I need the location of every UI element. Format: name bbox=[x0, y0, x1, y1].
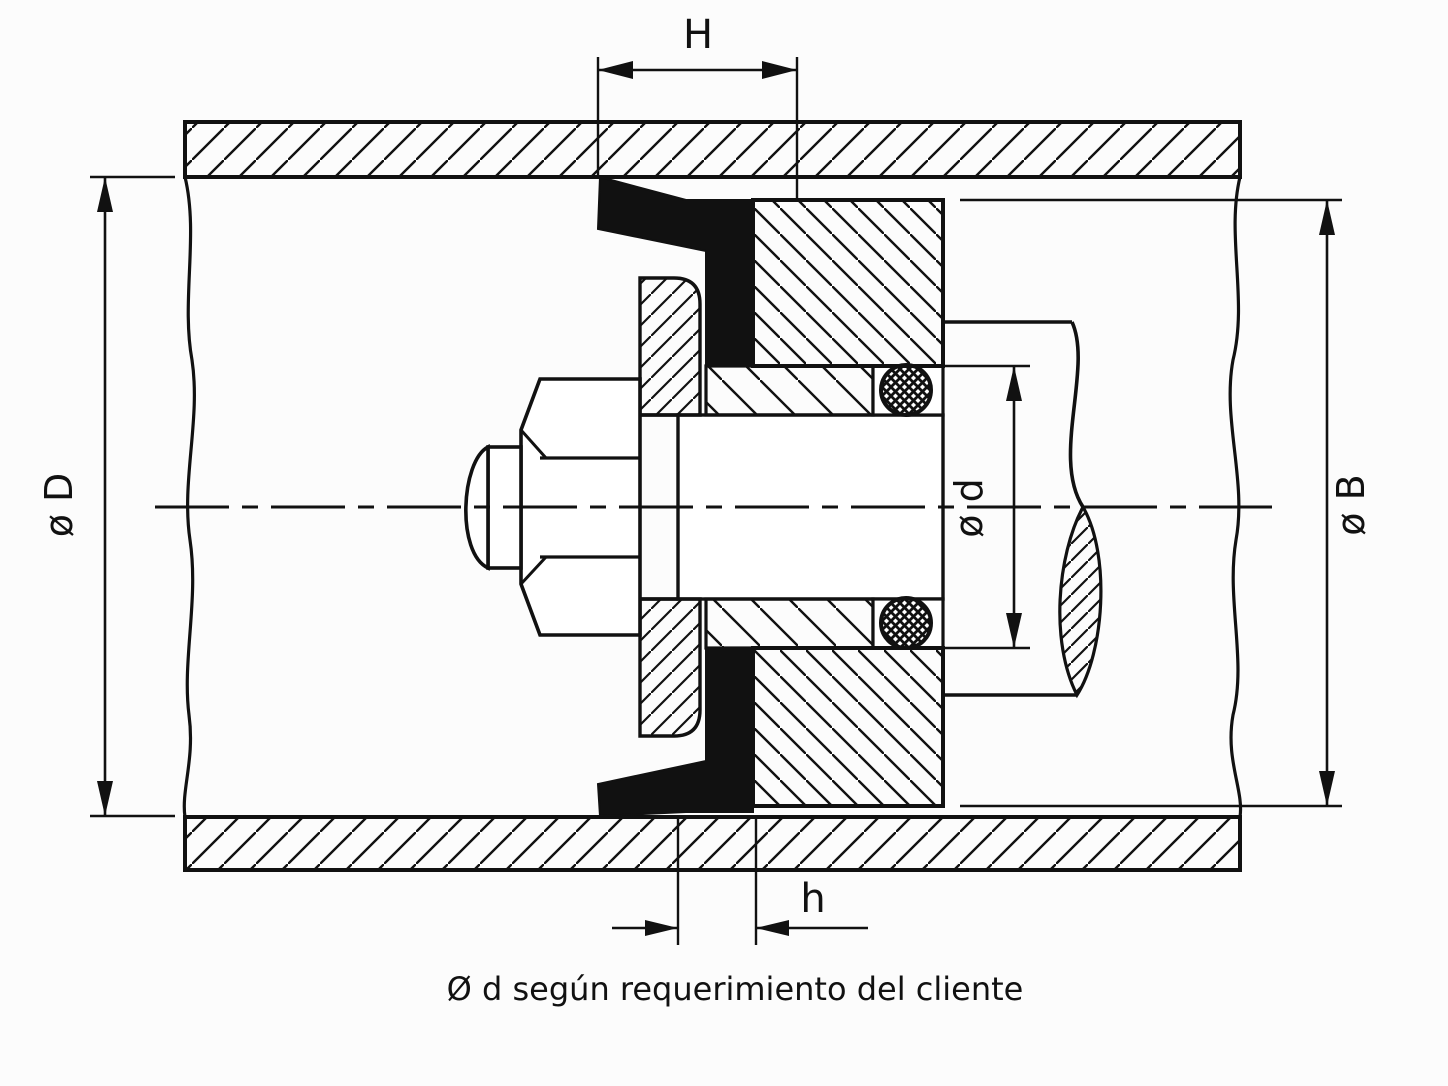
dim-label-B: ø B bbox=[1329, 474, 1373, 535]
arrow-left-icon bbox=[756, 920, 789, 936]
arrow-down-icon bbox=[1319, 771, 1335, 806]
customer-note: Ø d según requerimiento del cliente bbox=[447, 970, 1024, 1008]
dim-label-H: H bbox=[683, 12, 713, 58]
dimension-d: ø d bbox=[945, 364, 1030, 650]
hex-bolt bbox=[464, 377, 642, 637]
o-ring-lower bbox=[879, 596, 933, 650]
dimension-H: H bbox=[596, 12, 799, 199]
dim-label-D: ø D bbox=[37, 473, 81, 538]
seal-upper bbox=[596, 175, 754, 367]
arrow-up-icon bbox=[1006, 366, 1022, 401]
seal-lower bbox=[596, 647, 754, 818]
break-line-left bbox=[182, 176, 196, 818]
arrow-down-icon bbox=[1006, 613, 1022, 648]
arrow-down-icon bbox=[97, 781, 113, 816]
cylinder-wall-top bbox=[183, 120, 1242, 179]
shaft bbox=[943, 320, 1103, 699]
o-ring-upper bbox=[879, 363, 933, 417]
dimension-D: ø D bbox=[37, 175, 175, 818]
cylinder-wall-bottom bbox=[183, 815, 1242, 872]
arrow-left-icon bbox=[598, 61, 633, 79]
break-line-right bbox=[1228, 176, 1243, 818]
dimension-B: ø B bbox=[960, 198, 1373, 808]
flange-upper bbox=[638, 276, 702, 417]
arrow-up-icon bbox=[97, 177, 113, 212]
piston-body-upper bbox=[751, 198, 945, 368]
dimension-h: h bbox=[612, 817, 868, 945]
dim-label-h: h bbox=[800, 876, 825, 922]
flange-lower bbox=[638, 597, 702, 738]
shaft-break-section bbox=[1058, 503, 1103, 699]
dim-label-d: ø d bbox=[947, 478, 991, 537]
arrow-right-icon bbox=[762, 61, 797, 79]
piston-body-lower bbox=[751, 646, 945, 808]
arrow-up-icon bbox=[1319, 200, 1335, 235]
arrow-right-icon bbox=[645, 920, 678, 936]
